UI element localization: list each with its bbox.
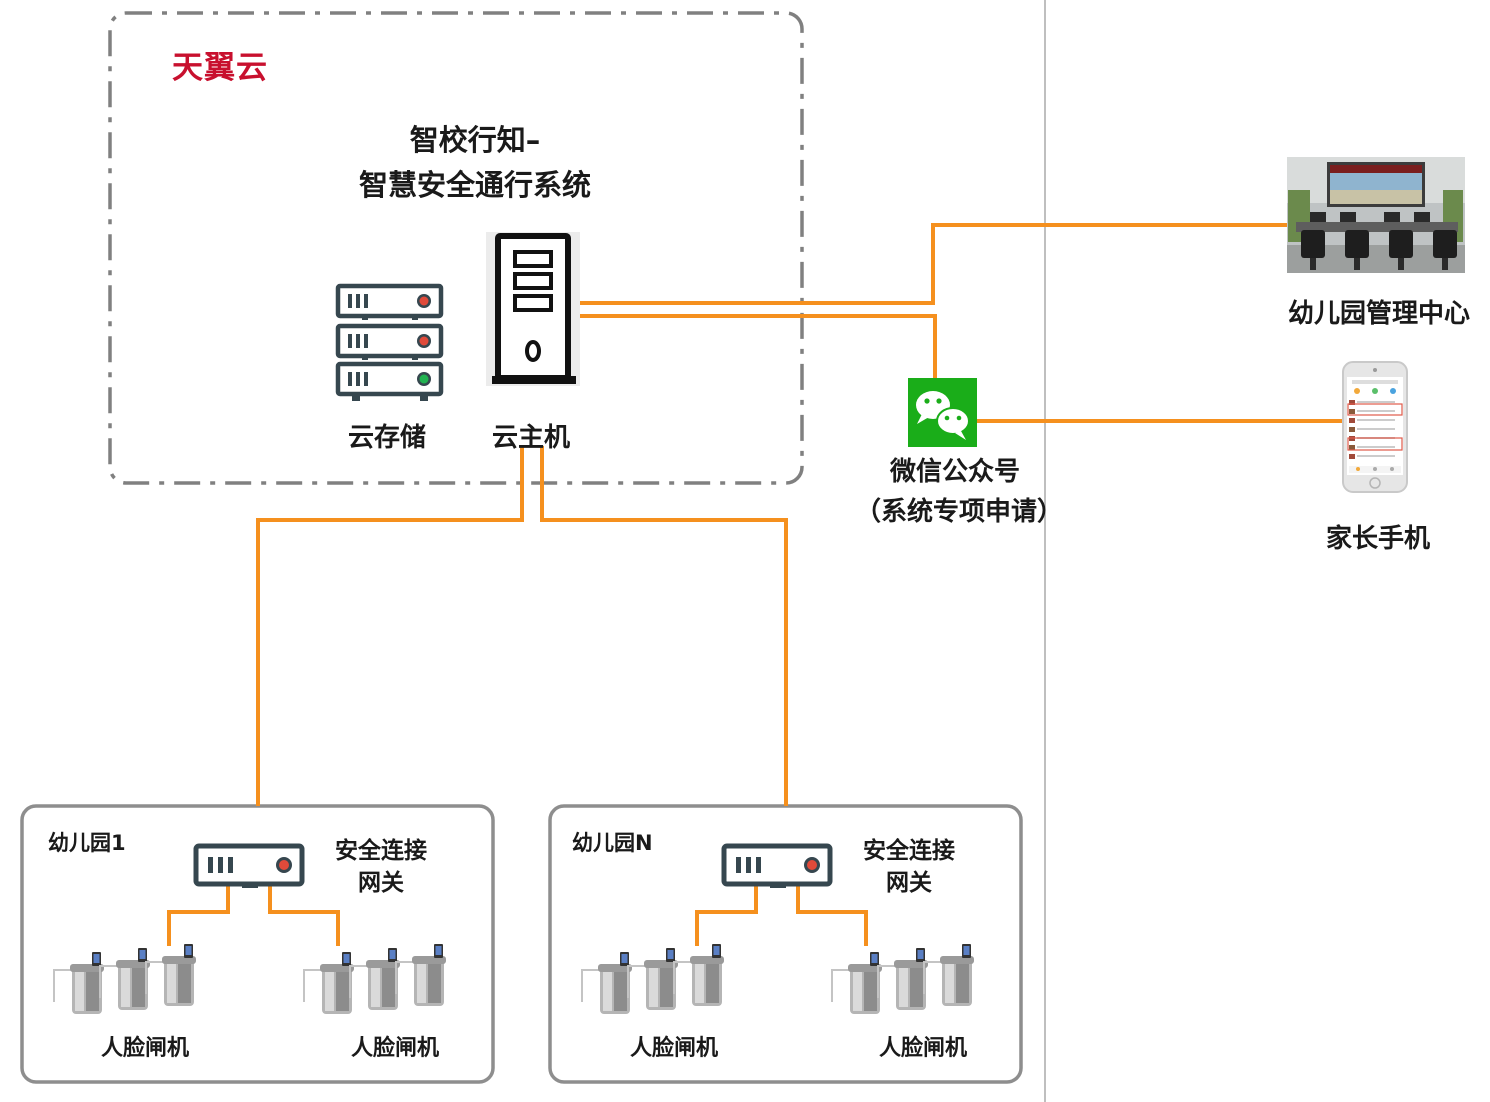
cloud-host-icon [486,232,580,386]
face-gate-icon [99,947,151,1011]
face-gate-icon [627,947,679,1011]
site-1-gate-label-right: 人脸闸机 [351,1036,440,1061]
site-n-name: 幼儿园N [572,831,653,855]
gateway-1-label: 安全连接 网关 [322,835,440,899]
face-gate-icon [923,943,975,1007]
wechat-label: 微信公众号 （系统专项申请） [855,452,1064,532]
gateway-device-1 [196,846,302,888]
face-gate-icon [303,951,355,1015]
site-n-gate-label-right: 人脸闸机 [879,1036,968,1061]
link-host-site-n [540,446,788,806]
face-gate-icon [581,951,633,1015]
system-title: 智校行知– 智慧安全通行系统 [300,118,650,208]
cloud-storage-label: 云存储 [348,423,427,453]
gateway-1-label-line2: 网关 [358,870,404,896]
management-center-label: 幼儿园管理中心 [1288,299,1471,329]
control-room-photo [1287,157,1465,273]
link-gateway1-gates-right [268,886,340,946]
wechat-label-line1: 微信公众号 [889,457,1020,487]
system-title-line2: 智慧安全通行系统 [358,168,591,202]
gateway-n-label-line2: 网关 [886,870,932,896]
cloud-boundary [108,11,804,485]
cloud-storage-icon [335,283,444,401]
wechat-label-line2: （系统专项申请） [855,497,1064,527]
link-host-management [579,223,1288,305]
face-gate-icon [395,943,447,1007]
face-gates-group-n-left [581,943,725,1015]
site-1-gate-label-left: 人脸闸机 [101,1036,190,1061]
link-gateway1-gates-left [167,886,230,946]
site-n-gate-label-left: 人脸闸机 [630,1036,719,1061]
face-gate-icon [53,951,105,1015]
face-gate-icon [145,943,197,1007]
gateway-device-n [724,846,830,888]
face-gate-icon [831,951,883,1015]
parent-phone-label: 家长手机 [1326,524,1431,554]
gateway-1-label-line1: 安全连接 [335,838,427,864]
gateway-n-label: 安全连接 网关 [850,835,968,899]
wechat-icon [908,378,977,447]
face-gate-icon [673,943,725,1007]
site-1-name: 幼儿园1 [48,831,126,855]
tianyi-cloud-logo: 天翼云 [172,50,268,86]
link-host-site-1 [256,446,524,806]
face-gates-group-1-left [53,943,197,1015]
smartphone-photo [1342,361,1408,493]
face-gates-group-n-right [831,943,975,1015]
face-gate-icon [877,947,929,1011]
link-gatewayN-gates-left [695,886,758,946]
face-gates-group-1-right [303,943,447,1015]
cloud-host-label: 云主机 [492,423,571,453]
face-gate-icon [349,947,401,1011]
system-title-line1: 智校行知– [409,123,541,157]
link-host-wechat [579,314,937,378]
link-gatewayN-gates-right [796,886,868,946]
gateway-n-label-line1: 安全连接 [863,838,955,864]
